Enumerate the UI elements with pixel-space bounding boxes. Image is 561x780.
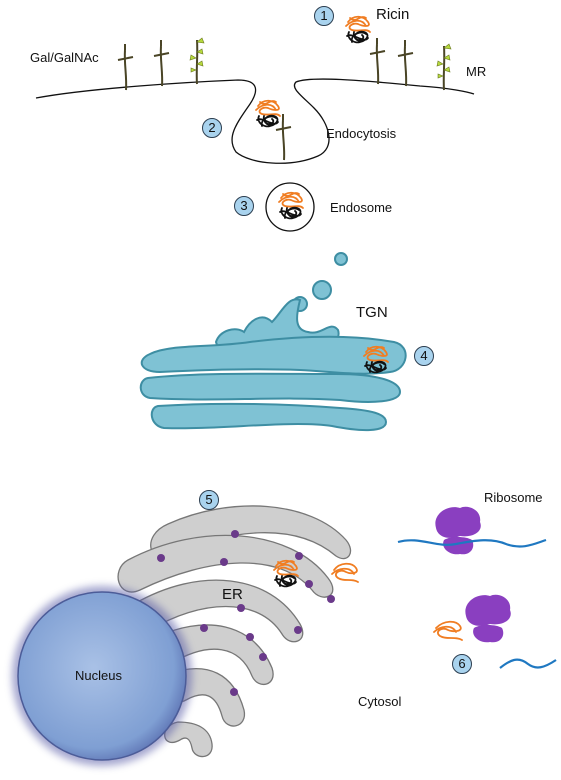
label-tgn: TGN <box>356 304 388 321</box>
step-badge-2: 2 <box>202 118 222 138</box>
ricin-toxin-extracellular <box>345 15 371 44</box>
ricin-a-chain-cytosol <box>331 562 359 583</box>
step-badge-3: 3 <box>234 196 254 216</box>
nucleus <box>12 586 192 766</box>
ribosome-inactivated <box>433 594 557 669</box>
label-endosome: Endosome <box>330 200 393 215</box>
label-er: ER <box>222 586 243 603</box>
step-badge-4: 4 <box>414 346 434 366</box>
ricin-toxin-endocytosis <box>255 99 281 128</box>
receptor-in-pit <box>275 113 292 161</box>
label-ricin: Ricin <box>376 6 410 23</box>
step-badge-5: 5 <box>199 490 219 510</box>
label-cytosol: Cytosol <box>358 694 402 709</box>
step-badge-1: 1 <box>314 6 334 26</box>
er-ribosome-dots <box>157 530 335 696</box>
label-gal-galnac: Gal/GalNAc <box>30 50 99 65</box>
label-ribosome: Ribosome <box>484 490 543 505</box>
ricin-toxin-er <box>273 559 299 588</box>
trans-golgi-network <box>139 252 407 432</box>
step-badge-6: 6 <box>452 654 472 674</box>
plasma-membrane <box>35 78 475 164</box>
label-nucleus: Nucleus <box>75 668 122 683</box>
ribosome-intact <box>397 506 547 555</box>
endosome <box>265 182 315 232</box>
label-mr: MR <box>466 64 487 79</box>
label-endocytosis: Endocytosis <box>326 126 397 141</box>
